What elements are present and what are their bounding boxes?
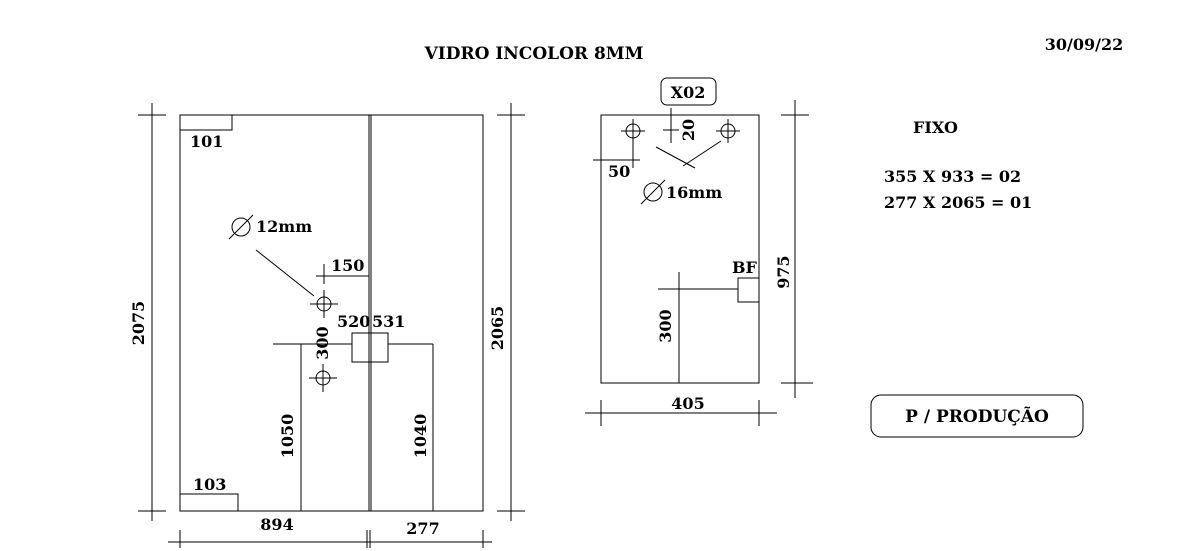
left-panel-outline: [179, 114, 370, 512]
tag-x02: X02: [671, 83, 706, 102]
hole-right-icon: [716, 119, 740, 143]
dim-150: 150: [331, 256, 364, 275]
dim-531: 531: [372, 312, 405, 331]
corner-mark-bottom: [179, 493, 239, 512]
dim-300-left: 300: [313, 326, 332, 359]
dim-300-right: 300: [656, 309, 675, 342]
hole-label-16mm: 16mm: [666, 183, 722, 202]
production-stamp: P / PRODUÇÃO: [905, 405, 1049, 427]
dim-20: 20: [679, 119, 698, 141]
tag-x02-box: [660, 77, 717, 106]
dim-2065: 2065: [488, 306, 507, 351]
dim-2075: 2075: [129, 301, 148, 346]
hinge-box: [351, 332, 389, 363]
left-glass-piece: 101 103 12mm 150 520 531 300: [129, 103, 525, 548]
bf-box: [737, 277, 760, 303]
hole-lower-icon: [309, 364, 337, 392]
drawing-title: VIDRO INCOLOR 8MM: [424, 44, 644, 64]
right-panel-outline: [370, 114, 484, 512]
hole-upper-icon: [310, 290, 338, 318]
hole-leader-line: [255, 249, 315, 297]
right-piece-outline: [600, 114, 760, 384]
production-stamp-box: [870, 394, 1084, 438]
corner-label-103: 103: [193, 475, 226, 494]
dim-894: 894: [260, 515, 293, 534]
hole-left-icon: [621, 119, 645, 143]
dim-405: 405: [671, 394, 704, 413]
hole-leader-a: [655, 146, 696, 169]
drawing-date: 30/09/22: [1045, 35, 1123, 54]
hole-label-12mm: 12mm: [256, 217, 312, 236]
diameter-symbol-icon: [228, 214, 254, 240]
diameter-symbol-16-icon: [640, 179, 666, 205]
label-bf: BF: [732, 258, 758, 277]
dim-975: 975: [774, 255, 793, 288]
right-glass-piece: X02 20 50 16mm BF 3: [585, 77, 813, 426]
corner-mark-top: [179, 114, 233, 131]
fixo-line-2: 277 X 2065 = 01: [884, 193, 1032, 212]
corner-label-101: 101: [190, 132, 223, 151]
fixo-title: FIXO: [913, 118, 958, 137]
fixo-notes: FIXO 355 X 933 = 02 277 X 2065 = 01: [884, 118, 1032, 212]
hole-leader-b: [682, 140, 722, 167]
fixo-line-1: 355 X 933 = 02: [884, 167, 1021, 186]
dim-520: 520: [337, 312, 370, 331]
dim-277: 277: [406, 519, 439, 538]
dim-1050: 1050: [278, 414, 297, 459]
dim-1040: 1040: [411, 414, 430, 459]
dim-50: 50: [608, 162, 630, 181]
